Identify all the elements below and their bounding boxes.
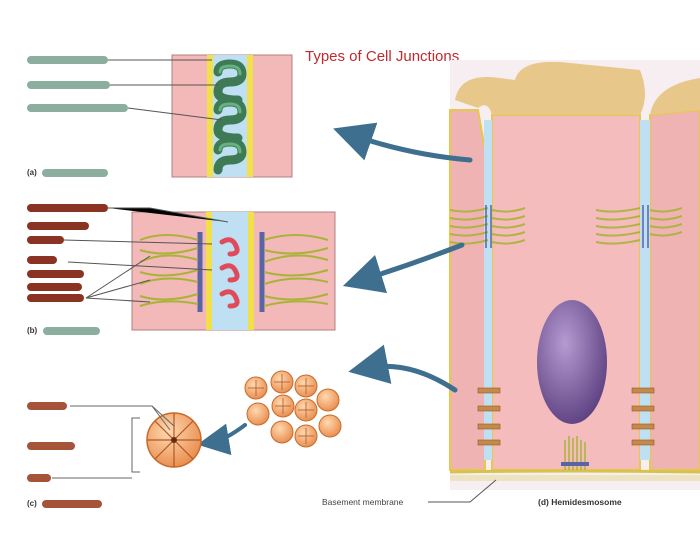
label-slot-b4[interactable] (27, 256, 57, 264)
label-slot-c3[interactable] (27, 474, 51, 482)
label-slot-b7[interactable] (27, 294, 84, 302)
basement-membrane-label: Basement membrane (322, 497, 404, 507)
panel-b-letter: (b) (27, 326, 38, 335)
panel-a-letter: (a) (27, 168, 37, 177)
panel-d-caption: (d) Hemidesmosome (538, 497, 622, 507)
label-slot-c1[interactable] (27, 402, 67, 410)
label-slot-a1[interactable] (27, 56, 108, 64)
label-slot-b5[interactable] (27, 270, 84, 278)
label-slot-a3[interactable] (27, 104, 128, 112)
label-slot-b6[interactable] (27, 283, 82, 291)
label-slot-b3[interactable] (27, 236, 64, 244)
connexon-cluster (244, 370, 342, 448)
diagram-title: Types of Cell Junctions (305, 48, 460, 65)
label-slot-b1[interactable] (27, 204, 108, 212)
arrows (197, 122, 473, 456)
label-slot-a-title[interactable] (42, 169, 108, 177)
panel-b-desmosome (63, 207, 336, 331)
label-slot-c-title[interactable] (42, 500, 102, 508)
label-slot-c2[interactable] (27, 442, 75, 450)
epithelial-cells-illustration (449, 60, 700, 490)
label-slot-a2[interactable] (27, 81, 110, 89)
label-slot-b2[interactable] (27, 222, 89, 230)
panel-c-gap-junction (52, 370, 342, 479)
label-slot-b-title[interactable] (43, 327, 100, 335)
panel-a-tight-junction (108, 54, 293, 178)
connexon-detail (146, 412, 202, 468)
panel-c-letter: (c) (27, 499, 37, 508)
